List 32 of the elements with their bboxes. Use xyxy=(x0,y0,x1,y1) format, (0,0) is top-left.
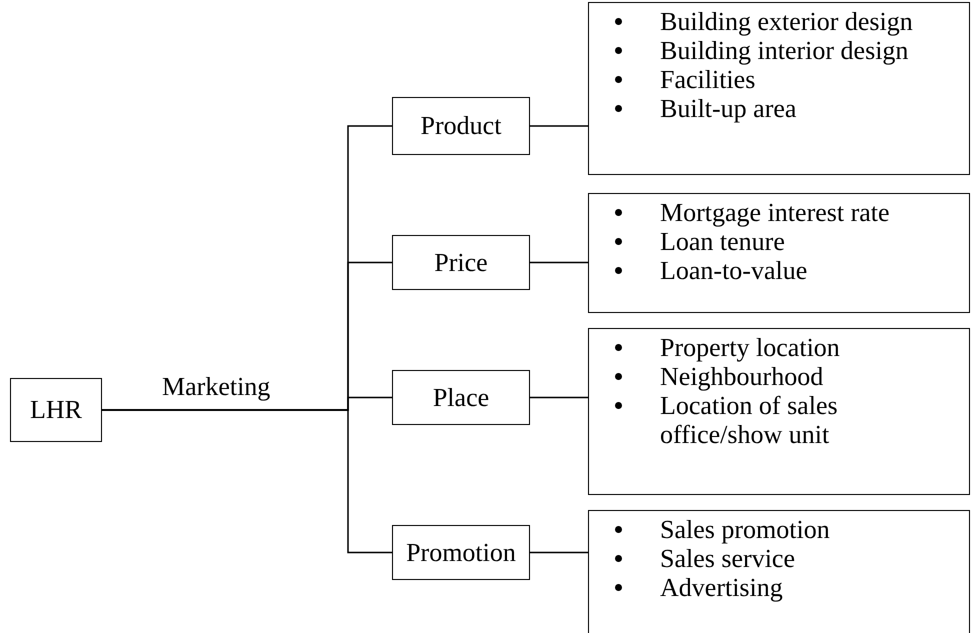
list-item: Loan tenure xyxy=(660,227,785,256)
box-label: Product xyxy=(420,111,502,141)
bullet-list-box xyxy=(588,328,970,495)
connector-line xyxy=(102,409,392,554)
bullet-list-box xyxy=(588,193,970,313)
list-item: Sales promotion xyxy=(660,515,830,544)
list-item: Mortgage interest rate xyxy=(660,198,890,227)
list-item: Building interior design xyxy=(660,36,908,65)
list-item: Built-up area xyxy=(660,94,796,123)
list-item: Location of sales office/show unit xyxy=(660,391,839,449)
connector-line xyxy=(530,396,588,398)
list-item: Sales service xyxy=(660,544,796,573)
connector-line xyxy=(530,262,588,264)
list-item: Building exterior design xyxy=(660,7,913,36)
category-box xyxy=(10,378,102,442)
bullet-list-box xyxy=(588,510,970,633)
box-label: Place xyxy=(432,382,490,412)
bullet-list-box xyxy=(588,2,970,175)
category-box xyxy=(392,97,530,155)
list-item: Neighbourhood xyxy=(660,362,824,391)
list-item: Facilities xyxy=(660,65,756,94)
box-label: Promotion xyxy=(406,538,516,568)
category-box xyxy=(392,235,530,290)
category-box xyxy=(392,370,530,425)
category-box xyxy=(392,525,530,580)
list-item: Advertising xyxy=(660,573,783,602)
box-label: Price xyxy=(434,248,488,278)
connector-line xyxy=(530,125,588,127)
box-label: LHR xyxy=(30,395,82,425)
list-item: Loan-to-value xyxy=(660,256,808,285)
connector-line xyxy=(530,552,588,554)
list-item: Property location xyxy=(660,333,840,362)
